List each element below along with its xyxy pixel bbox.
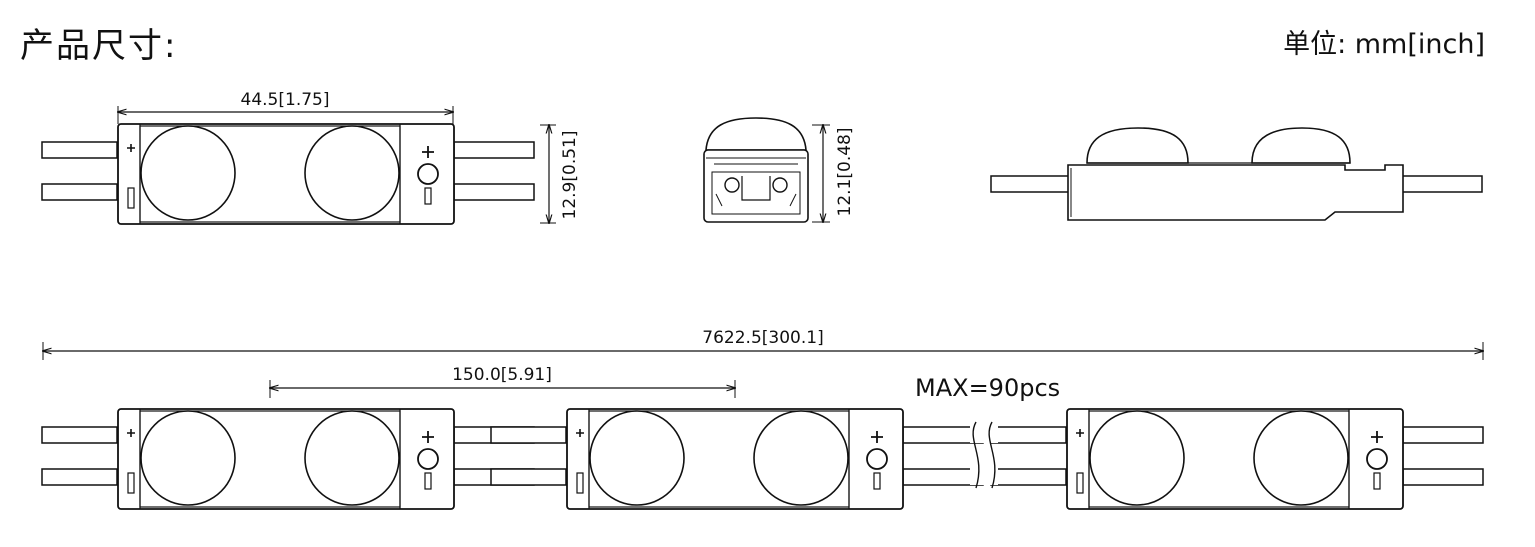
page-title: 产品尺寸: xyxy=(20,26,178,66)
module-length-label: 44.5[1.75] xyxy=(241,90,330,110)
module-height-label: 12.9[0.51] xyxy=(560,131,580,220)
side-height-label: 12.1[0.48] xyxy=(835,128,855,217)
unit-label: 单位: mm[inch] xyxy=(1283,29,1485,60)
chain-length-label: 7622.5[300.1] xyxy=(702,328,823,348)
module-top-view xyxy=(41,123,535,225)
max-quantity-label: MAX=90pcs xyxy=(915,374,1060,402)
chain-module-3 xyxy=(990,408,1484,510)
chain-module-1 xyxy=(41,408,535,510)
chain-module-2 xyxy=(490,408,984,510)
module-side-view xyxy=(990,127,1483,221)
module-end-view xyxy=(703,117,809,223)
module-spacing-label: 150.0[5.91] xyxy=(452,365,552,385)
wire-break-symbol xyxy=(970,421,998,489)
